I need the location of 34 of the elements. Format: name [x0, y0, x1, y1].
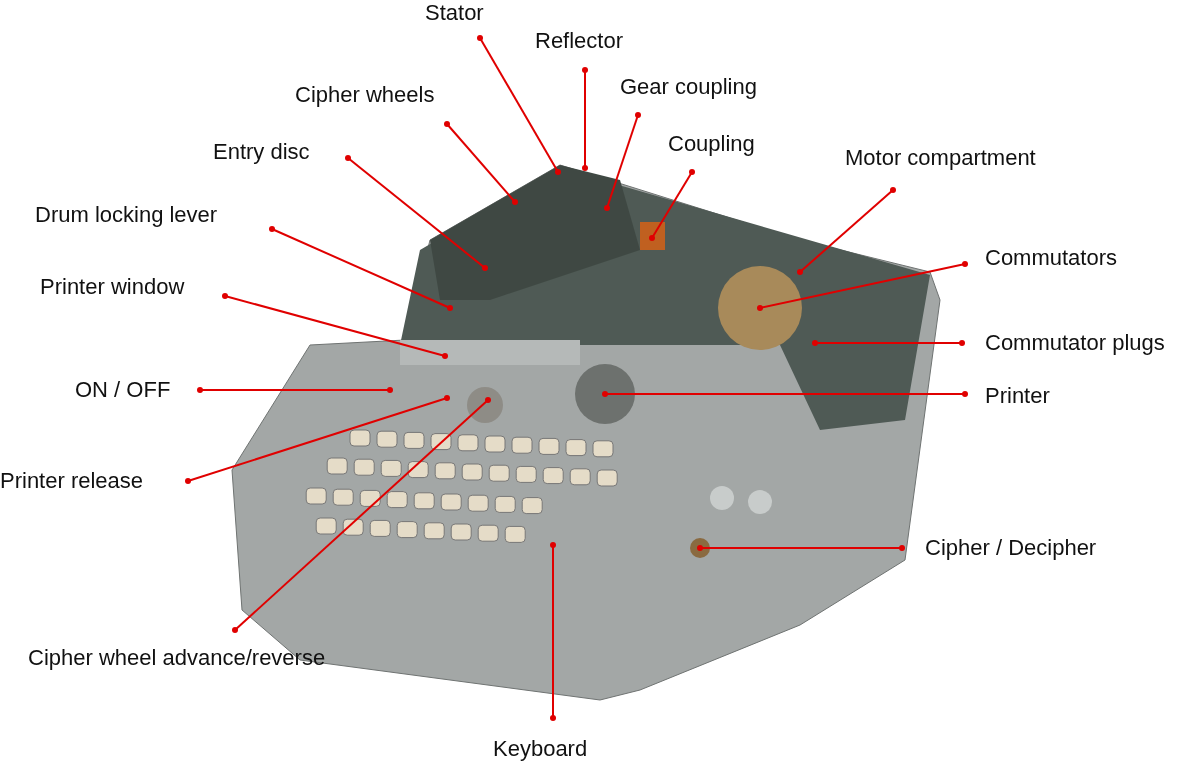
part-label: Commutators	[985, 245, 1118, 271]
part-label: Stator	[425, 0, 484, 26]
part-label: Drum locking lever	[35, 202, 218, 228]
leader-line	[185, 395, 450, 484]
part-label: Printer window	[40, 274, 185, 300]
leader-line	[757, 261, 968, 311]
part-label: Coupling	[668, 131, 755, 157]
part-label: ON / OFF	[75, 377, 171, 403]
leader-line	[797, 187, 896, 275]
leader-line	[197, 387, 393, 393]
part-label: Entry disc	[213, 139, 310, 165]
part-label: Reflector	[535, 28, 624, 54]
leader-line	[269, 226, 453, 311]
part-label: Cipher wheels	[295, 82, 435, 108]
part-label: Printer	[985, 383, 1050, 409]
part-label: Commutator plugs	[985, 330, 1165, 356]
leader-line	[444, 121, 518, 205]
leader-line	[604, 112, 641, 211]
part-label: Printer release	[0, 468, 144, 494]
leader-line	[222, 293, 448, 359]
leader-line	[232, 397, 491, 633]
part-label: Cipher / Decipher	[925, 535, 1097, 561]
leader-line	[697, 545, 905, 551]
leader-line	[477, 35, 561, 175]
leader-line	[602, 391, 968, 397]
part-label: Keyboard	[493, 736, 588, 762]
leader-line	[812, 340, 965, 346]
part-label: Motor compartment	[845, 145, 1036, 171]
leader-line	[345, 155, 488, 271]
leader-line	[582, 67, 588, 171]
leader-line	[550, 542, 556, 721]
part-label: Cipher wheel advance/reverse	[28, 645, 326, 671]
part-label: Gear coupling	[620, 74, 757, 100]
leader-line	[649, 169, 695, 241]
